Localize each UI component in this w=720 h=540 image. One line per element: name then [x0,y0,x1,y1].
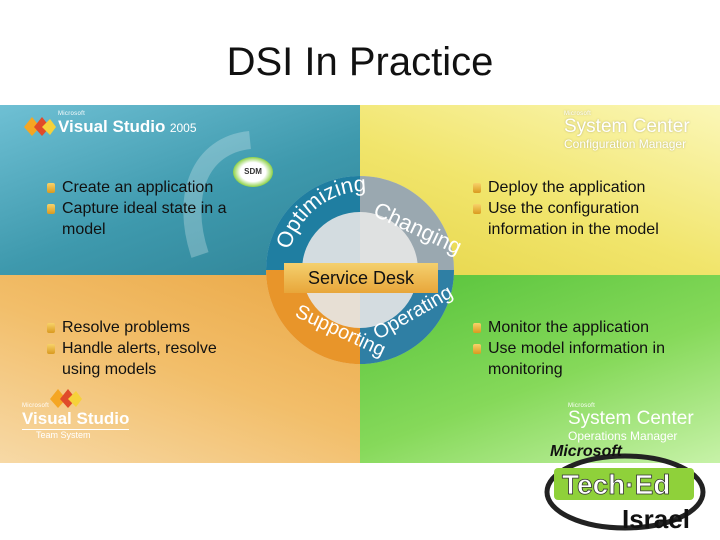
bullet-item: Use model information in monitoring [470,338,690,380]
visual-studio-2005-logo: Microsoft Visual Studio 2005 [22,111,197,137]
logo-subtitle: Operations Manager [568,429,678,443]
sdm-badge: SDM [233,157,273,187]
bullet-item: Use the configuration information in the… [470,198,690,240]
service-desk-label: Service Desk [284,263,438,293]
logo-product-name: Visual Studio [22,409,130,430]
teched-wordmark: Tech·Ed [562,469,670,500]
bullet-item: Resolve problems [44,317,244,338]
logo-product-name: Visual Studio [58,117,166,136]
logo-version: 2005 [169,121,197,135]
bullet-item: Deploy the application [470,177,690,198]
slide-title: DSI In Practice [226,40,494,84]
bullet-list: Create an application Capture ideal stat… [44,177,244,240]
bullet-list: Resolve problems Handle alerts, resolve … [44,317,244,380]
logo-subtitle: Team System [36,430,91,440]
logo-product-name: System Center [564,116,690,137]
bullet-item: Handle alerts, resolve using models [44,338,244,380]
teched-swoosh [544,453,706,531]
logo-product-name: System Center [568,408,694,429]
bullet-item: Monitor the application [470,317,690,338]
bullet-list: Deploy the application Use the configura… [470,177,690,240]
bullet-item: Create an application [44,177,244,198]
quadrant-team-system: Microsoft Visual Studio Team System Reso… [0,275,360,463]
visual-studio-team-system-logo: Microsoft Visual Studio Team System [22,389,130,440]
logo-microsoft-text: Microsoft [22,403,50,409]
logo-microsoft-text: Microsoft [58,111,86,117]
bullet-list: Monitor the application Use model inform… [470,317,690,380]
visual-studio-icon [50,389,82,408]
teched-logo-graphic: Microsoft Tech·Ed Israel [544,443,706,534]
israel-wordmark: Israel [622,504,690,534]
logo-microsoft-text: Microsoft [564,111,592,117]
microsoft-wordmark: Microsoft [550,443,623,460]
bullet-item: Capture ideal state in a model [44,198,244,240]
system-center-ops-logo: Microsoft System Center Operations Manag… [568,403,694,443]
teched-israel-logo: Microsoft Tech·Ed Israel [540,440,715,535]
quadrant-visual-studio: Microsoft Visual Studio 2005 Create an a… [0,105,360,275]
teched-banner [554,468,694,500]
logo-microsoft-text: Microsoft [568,403,596,409]
logo-subtitle: Configuration Manager [564,137,687,151]
curved-arrow-decoration [183,131,252,258]
visual-studio-icon [24,117,56,136]
system-center-config-logo: Microsoft System Center Configuration Ma… [564,111,690,151]
